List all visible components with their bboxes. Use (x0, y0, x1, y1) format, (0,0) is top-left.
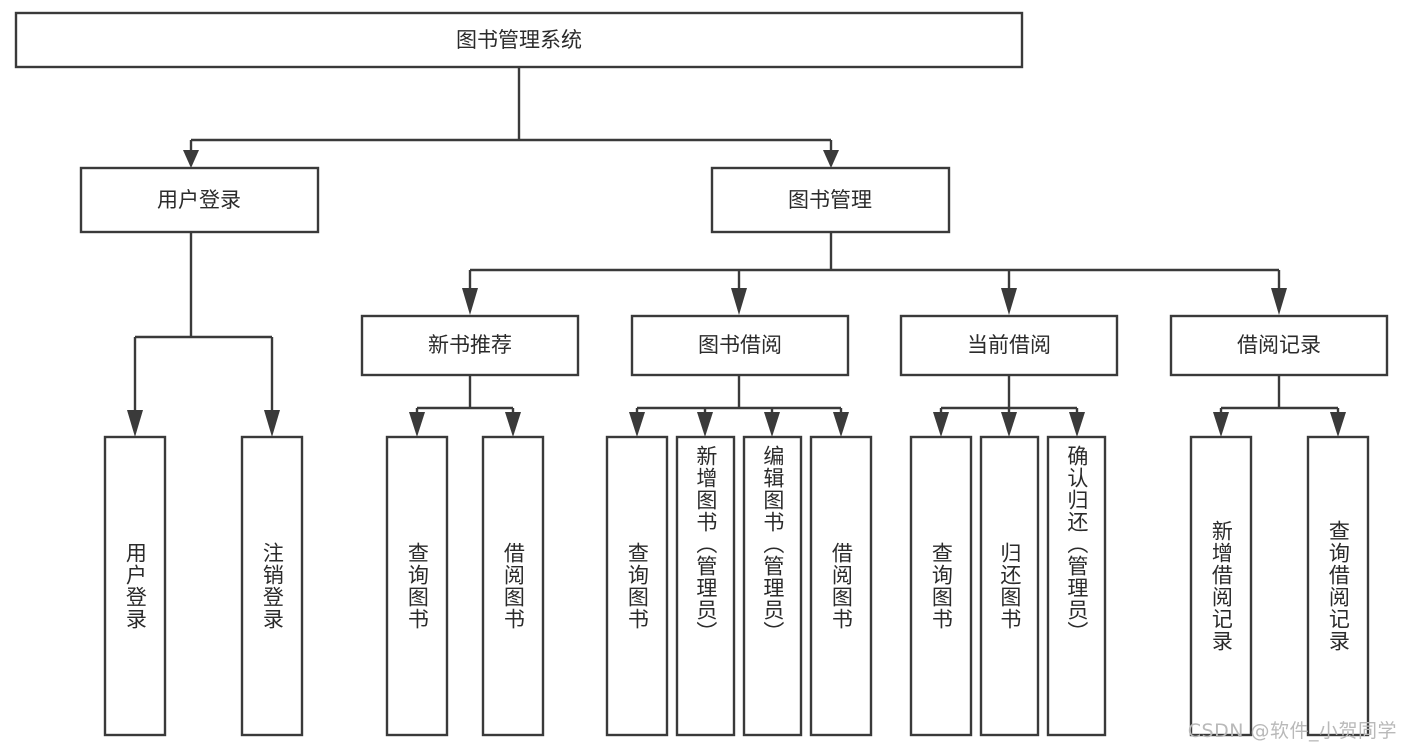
node-new-book-rec-label: 新书推荐 (428, 333, 512, 357)
arrow-head-leaf-user-login (127, 410, 143, 437)
connector-layer (127, 67, 1346, 437)
arrow-head-leaf-add-record (1213, 412, 1229, 437)
leaf-box-borrow-book-b[interactable] (809, 435, 873, 737)
arrow-head-leaf-query-record (1330, 412, 1346, 437)
arrow-head-leaf-borrow-book-b (833, 412, 849, 437)
node-borrow-record-label: 借阅记录 (1237, 333, 1321, 357)
leaf-box-add-record[interactable] (1189, 435, 1253, 737)
arrow-head-leaf-query-book-b (629, 412, 645, 437)
arrow-head-leaf-logout (264, 410, 280, 437)
arrow-head-leaf-edit-book (764, 412, 780, 437)
arrow-head-leaf-borrow-book-a (505, 412, 521, 437)
leaf-box-return-book[interactable] (979, 435, 1040, 737)
leaf-box-query-book-c[interactable] (909, 435, 973, 737)
leaf-box-query-book-b[interactable] (605, 435, 669, 737)
leaf-box-logout[interactable] (240, 435, 304, 737)
arrow-head-book-mgmt (823, 150, 839, 168)
leaf-box-query-record[interactable] (1306, 435, 1370, 737)
arrow-head-user-login (183, 150, 199, 168)
leaf-box-add-book[interactable] (675, 435, 736, 737)
leaf-box-edit-book[interactable] (742, 435, 803, 737)
node-layer: 图书管理系统 用户登录 图书管理 新书推荐 图书借阅 当前借阅 借阅记录 (14, 11, 1389, 737)
node-book-mgmt-box[interactable] (710, 166, 951, 234)
node-user-login-label: 用户登录 (157, 188, 241, 212)
node-current-borrow-label: 当前借阅 (967, 333, 1051, 357)
arrow-head-leaf-add-book (697, 412, 713, 437)
node-user-login-box[interactable] (79, 166, 320, 234)
arrow-head-leaf-query-book-c (933, 412, 949, 437)
node-borrow-record-box[interactable] (1169, 314, 1389, 377)
arrow-head-current-borrow (1001, 288, 1017, 315)
leaf-box-borrow-book-a[interactable] (481, 435, 545, 737)
node-book-mgmt-label: 图书管理 (788, 188, 872, 212)
arrow-head-book-borrow (731, 288, 747, 315)
node-root-label: 图书管理系统 (456, 28, 582, 52)
arrow-head-borrow-record (1271, 288, 1287, 315)
node-root-box[interactable] (14, 11, 1024, 69)
leaf-box-query-book-a[interactable] (385, 435, 449, 737)
node-book-borrow-box[interactable] (630, 314, 850, 377)
node-new-book-rec-box[interactable] (360, 314, 580, 377)
arrow-head-leaf-query-book-a (409, 412, 425, 437)
leaf-box-confirm-return[interactable] (1046, 435, 1107, 737)
arrow-head-leaf-return-book (1001, 412, 1017, 437)
csdn-watermark: CSDN @软件_小贺同学 (1187, 720, 1397, 742)
node-current-borrow-box[interactable] (899, 314, 1119, 377)
node-book-borrow-label: 图书借阅 (698, 333, 782, 357)
leaf-box-user-login[interactable] (103, 435, 167, 737)
arrow-head-leaf-confirm-return (1069, 412, 1085, 437)
arrow-head-new-book-rec (462, 288, 478, 315)
